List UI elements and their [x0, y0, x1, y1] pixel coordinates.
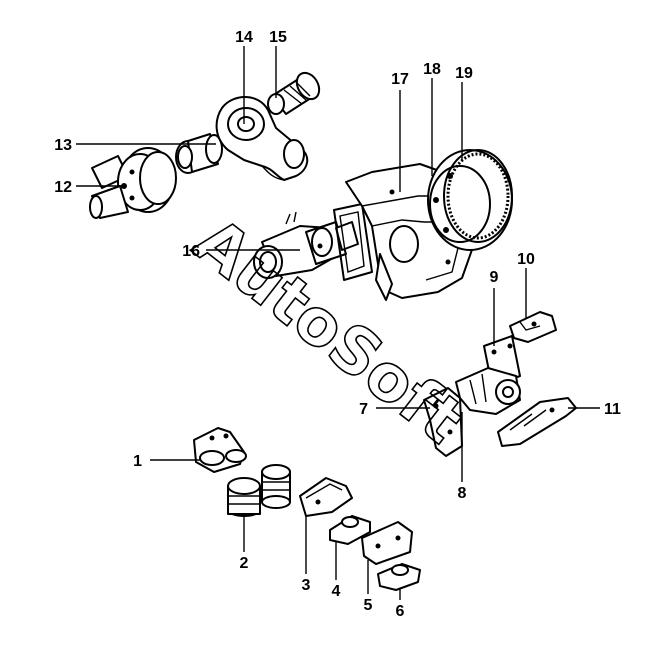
callout-9: 9 [490, 269, 499, 286]
part-10-small-bracket [509, 311, 557, 343]
leader-lines [76, 46, 600, 600]
part-15-hose-adaptor [267, 71, 321, 115]
part-gasket-ring [333, 203, 373, 281]
callout-19: 19 [455, 65, 473, 82]
part-2-rubber-mount [227, 477, 261, 517]
callout-13: 13 [54, 137, 72, 154]
callout-14: 14 [235, 29, 253, 46]
callout-16: 16 [182, 243, 200, 260]
callout-17: 17 [391, 71, 409, 88]
callout-1: 1 [133, 453, 142, 470]
part-13-shaft-spacer [175, 133, 223, 174]
part-1-bracket [193, 427, 247, 473]
callout-3: 3 [302, 577, 311, 594]
callout-5: 5 [364, 597, 373, 614]
part-4-mount-pad [329, 515, 371, 545]
part-12-coupling-flange [89, 147, 177, 219]
part-5-side-plate [361, 521, 413, 565]
callout-11: 11 [604, 401, 621, 418]
part-11-support-rail [497, 397, 577, 447]
callout-2: 2 [240, 555, 249, 572]
callout-6: 6 [396, 603, 405, 620]
callout-labels: 1 2 3 4 5 6 7 8 9 10 11 12 13 14 15 16 1… [54, 29, 621, 620]
callout-8: 8 [458, 485, 467, 502]
part-3-mount-bracket [299, 477, 353, 517]
callout-15: 15 [269, 29, 287, 46]
callout-7: 7 [359, 401, 368, 418]
part-7-bracket [423, 387, 463, 457]
callout-10: 10 [517, 251, 535, 268]
part-19-ring-gear [443, 149, 513, 243]
part-6-lower-mount [377, 563, 421, 591]
part-14-pump-housing [215, 96, 309, 181]
part-2-rubber-mount-second [261, 464, 291, 509]
part-8-support-arm [455, 367, 521, 415]
callout-4: 4 [332, 583, 341, 600]
callout-12: 12 [54, 179, 72, 196]
callout-18: 18 [423, 61, 441, 78]
